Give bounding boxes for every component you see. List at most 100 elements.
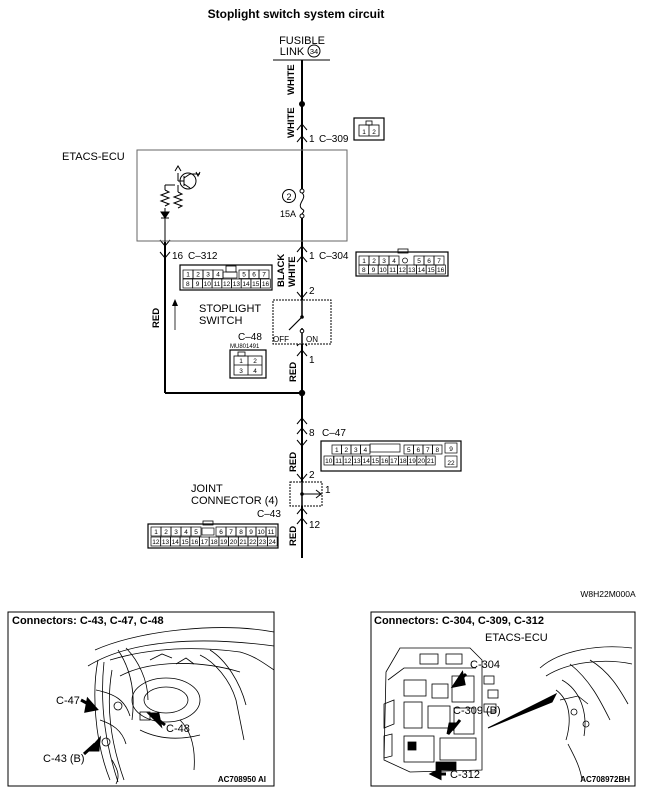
wire-color-red-2: RED — [288, 452, 299, 472]
c43-top-a-pin-label: 2 — [164, 529, 168, 536]
c312-bottom-cell — [260, 278, 271, 289]
diagram-code: W8H22M000A — [580, 589, 636, 599]
fuse-terminal-bottom — [299, 213, 305, 219]
c47-top-b-cell — [432, 444, 443, 455]
switch-off-label: OFF — [273, 335, 289, 344]
c47-bottom-pin-label: 17 — [390, 458, 398, 465]
c43-bottom-cell — [267, 536, 278, 547]
c47-pin: 8 — [309, 428, 315, 439]
fusible-link-label-line1: FUSIBLE — [279, 35, 325, 47]
c47-top-b-pin-label: 7 — [426, 447, 430, 454]
c48-face-pin-3: 3 — [239, 368, 243, 375]
c43-top-b-pin-label: 8 — [239, 529, 243, 536]
c312-top-a-pin-label: 3 — [206, 271, 210, 278]
c47-label: C–47 — [322, 428, 346, 439]
c304-top-b-pin-label: 7 — [437, 258, 441, 265]
wire-color-white-2: WHITE — [286, 107, 297, 138]
c43-bottom-pin-label: 15 — [181, 539, 189, 546]
stoplight-switch-label-line1: STOPLIGHT — [199, 303, 261, 315]
fuse-element-icon — [299, 192, 305, 215]
panel-left-label-c43: C-43 (B) — [43, 753, 85, 765]
panel-right-label-c309: C-309 (B) — [453, 705, 501, 717]
switch-bottom-pin: 1 — [309, 355, 315, 366]
c47-bottom-pin-label: 11 — [335, 458, 342, 465]
c48-connector-face: 1 2 3 4 — [229, 349, 267, 379]
c309-face-pin-2: 2 — [372, 129, 376, 136]
c312-bottom-pin-label: 16 — [262, 281, 270, 288]
c309-connector-face: 1 2 — [353, 117, 385, 141]
c43-bottom-pin-label: 21 — [240, 539, 248, 546]
c312-pin: 16 — [172, 251, 184, 262]
c43-bottom-pin-label: 23 — [259, 539, 267, 546]
c47-bottom-pin-label: 12 — [344, 458, 352, 465]
c47-left-cell — [323, 455, 334, 466]
c48-face-pin-2: 2 — [253, 358, 257, 365]
c43-top-a-pin-label: 4 — [184, 529, 188, 536]
joint-branch-chevron — [315, 489, 322, 499]
c312-bottom-pin-label: 8 — [186, 281, 190, 288]
c312-bottom-pin-label: 14 — [242, 281, 250, 288]
direction-arrow-head — [172, 299, 178, 306]
c43-bottom-pin-label: 16 — [191, 539, 199, 546]
wire-color-red-1: RED — [288, 362, 299, 382]
chevron-joint-bottom — [296, 507, 308, 525]
c43-top-a-pin-label: 3 — [174, 529, 178, 536]
c43-blank-cell — [201, 527, 215, 536]
stoplight-switch-label-line2: SWITCH — [199, 315, 242, 327]
c312-bottom-pin-label: 15 — [252, 281, 260, 288]
c304-pin: 1 — [309, 251, 315, 262]
c48-part-number: MU801491 — [230, 344, 260, 350]
fusible-link-label-line2: LINK — [280, 46, 305, 58]
c47-top-a-pin-label: 1 — [335, 447, 339, 454]
c43-top-a-pin-label: 1 — [154, 529, 158, 536]
fuse-number-circle — [282, 189, 296, 203]
c47-bottom-pin-label: 19 — [409, 458, 417, 465]
wire-color-red-4: RED — [151, 308, 162, 328]
panel-left-code: AC708950 AI — [218, 775, 266, 784]
c304-top-b-pin-label: 6 — [427, 258, 431, 265]
fuse-rating: 15A — [280, 209, 296, 219]
switch-top-pin: 2 — [309, 286, 315, 297]
c47-bottom-pin-label: 16 — [381, 458, 389, 465]
chevron-c47 — [296, 417, 308, 435]
c43-key — [202, 520, 214, 526]
chevron-joint-top — [296, 473, 308, 481]
c43-bottom-pin-label: 14 — [172, 539, 180, 546]
c47-side-top-pin-label: 9 — [449, 446, 453, 453]
c304-bottom-pin-label: 16 — [437, 267, 445, 274]
c43-top-a-cell — [190, 526, 202, 537]
fusible-link-number: 34 — [310, 47, 318, 56]
leader-line-to-vehicle — [487, 692, 558, 729]
joint-top-pin: 2 — [309, 470, 315, 481]
c43-bottom-pin-label: 12 — [152, 539, 160, 546]
panel-right-ecu-label: ETACS-ECU — [485, 632, 548, 644]
chevron-c309 — [296, 123, 308, 143]
c43-bottom-pin-label: 19 — [220, 539, 228, 546]
c47-bottom-pin-label: 14 — [363, 458, 371, 465]
fuse-gap — [298, 190, 306, 218]
c312-top-b-cell — [258, 269, 270, 279]
chevron-c312 — [159, 239, 171, 259]
c43-bottom-pin-label: 20 — [230, 539, 238, 546]
c304-key — [397, 248, 409, 254]
ecu-internal-circuit-icon — [159, 165, 201, 242]
c312-key — [225, 265, 237, 273]
arrow-c312 — [428, 767, 446, 781]
c47-side-top-cell — [444, 442, 458, 454]
panel-left-title: Connectors: C-43, C-47, C-48 — [12, 615, 164, 627]
c48-face-pin-1: 1 — [239, 358, 243, 365]
joint-connector-label-line2: CONNECTOR (4) — [191, 495, 278, 507]
c47-frame — [320, 440, 462, 472]
switch-blade — [288, 316, 303, 331]
c312-top-b-pin-label: 5 — [242, 271, 246, 278]
c312-bottom-pin-label: 13 — [233, 281, 241, 288]
c304-bottom-pin-label: 12 — [399, 267, 407, 274]
etacs-ecu-label: ETACS-ECU — [62, 151, 125, 163]
c43-bottom-pin-label: 18 — [210, 539, 218, 546]
arrow-c47 — [80, 696, 99, 713]
arrow-c304 — [450, 670, 468, 689]
c43-bottom-pin-label: 17 — [201, 539, 209, 546]
arrow-c43 — [82, 735, 101, 756]
